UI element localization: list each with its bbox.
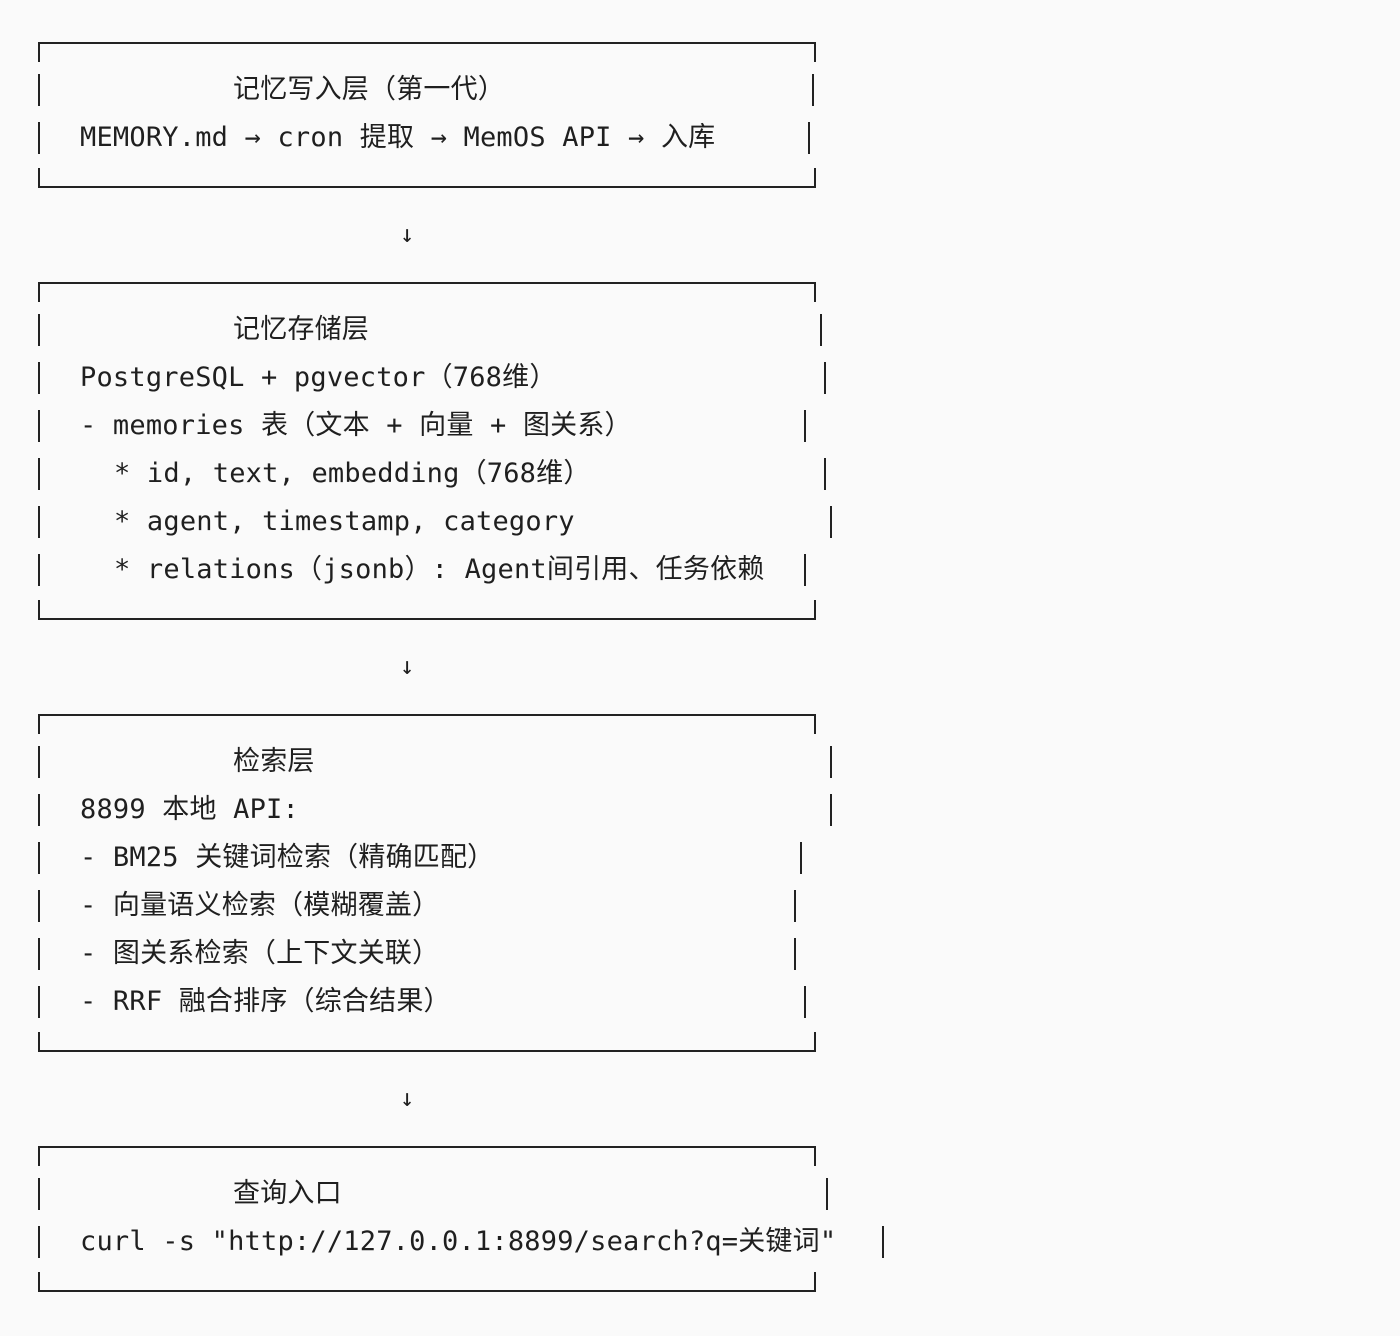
layer-line: - BM25 关键词检索（精确匹配） xyxy=(80,842,495,873)
box-line: 查询入口 xyxy=(38,1170,898,1218)
box-line: - RRF 融合排序（综合结果） xyxy=(38,978,838,1026)
layer-title: 查询入口 xyxy=(233,1178,342,1209)
right-border xyxy=(808,122,810,154)
right-border xyxy=(794,938,796,970)
layer-line: MEMORY.md → cron 提取 → MemOS API → 入库 xyxy=(80,122,716,153)
box-line: - 图关系检索（上下文关联） xyxy=(38,930,838,978)
left-border xyxy=(38,506,40,538)
box-line: 记忆存储层 xyxy=(38,306,838,354)
box-line: curl -s "http://127.0.0.1:8899/search?q=… xyxy=(38,1218,898,1266)
box-line: 检索层 xyxy=(38,738,838,786)
box-bottom-border xyxy=(38,1272,816,1292)
left-border xyxy=(38,458,40,490)
left-border xyxy=(38,794,40,826)
left-border xyxy=(38,986,40,1018)
right-border xyxy=(830,746,832,778)
layer-line: PostgreSQL + pgvector（768维） xyxy=(80,362,557,393)
layer-line: - memories 表（文本 + 向量 + 图关系） xyxy=(80,410,632,441)
box-line: MEMORY.md → cron 提取 → MemOS API → 入库 xyxy=(38,114,818,162)
left-border xyxy=(38,362,40,394)
left-border xyxy=(38,410,40,442)
layer-title: 记忆存储层 xyxy=(233,314,369,345)
box-top-border xyxy=(38,42,816,62)
layer-title: 检索层 xyxy=(233,746,315,777)
box-line: - memories 表（文本 + 向量 + 图关系） xyxy=(38,402,838,450)
layer-line: - RRF 融合排序（综合结果） xyxy=(80,986,451,1017)
right-border xyxy=(830,506,832,538)
left-border xyxy=(38,842,40,874)
layer-line: 8899 本地 API: xyxy=(80,794,299,825)
left-border xyxy=(38,890,40,922)
box-line: * agent, timestamp, category xyxy=(38,498,838,546)
right-border xyxy=(824,458,826,490)
left-border xyxy=(38,554,40,586)
layer-line: * id, text, embedding（768维） xyxy=(114,458,591,489)
retrieval-layer-box: 检索层 8899 本地 API: - BM25 关键词检索（精确匹配） - 向量… xyxy=(38,714,832,1052)
box-line: 记忆写入层（第一代） xyxy=(38,66,818,114)
right-border xyxy=(804,410,806,442)
right-border xyxy=(820,314,822,346)
left-border xyxy=(38,1178,40,1210)
right-border xyxy=(800,842,802,874)
box-line: 8899 本地 API: xyxy=(38,786,838,834)
layer-line: - 向量语义检索（模糊覆盖） xyxy=(80,890,440,921)
right-border xyxy=(826,1178,828,1210)
left-border xyxy=(38,122,40,154)
left-border xyxy=(38,74,40,106)
down-arrow-icon: ↓ xyxy=(400,220,415,248)
right-border xyxy=(804,986,806,1018)
box-line: PostgreSQL + pgvector（768维） xyxy=(38,354,838,402)
box-top-border xyxy=(38,1146,816,1166)
layer-line: * relations（jsonb）: Agent间引用、任务依赖 xyxy=(114,554,765,585)
memory-storage-layer-box: 记忆存储层 PostgreSQL + pgvector（768维） - memo… xyxy=(38,282,832,620)
left-border xyxy=(38,1226,40,1258)
right-border xyxy=(830,794,832,826)
box-bottom-border xyxy=(38,600,816,620)
box-line: - BM25 关键词检索（精确匹配） xyxy=(38,834,838,882)
right-border xyxy=(882,1226,884,1258)
down-arrow-icon: ↓ xyxy=(400,652,415,680)
box-line: * id, text, embedding（768维） xyxy=(38,450,838,498)
box-bottom-border xyxy=(38,1032,816,1052)
right-border xyxy=(812,74,814,106)
layer-line: curl -s "http://127.0.0.1:8899/search?q=… xyxy=(80,1226,837,1257)
down-arrow-icon: ↓ xyxy=(400,1084,415,1112)
right-border xyxy=(794,890,796,922)
right-border xyxy=(804,554,806,586)
query-entry-box: 查询入口 curl -s "http://127.0.0.1:8899/sear… xyxy=(38,1146,884,1292)
right-border xyxy=(824,362,826,394)
box-top-border xyxy=(38,282,816,302)
layer-line: * agent, timestamp, category xyxy=(114,506,575,537)
box-bottom-border xyxy=(38,168,816,188)
memory-write-layer-box: 记忆写入层（第一代） MEMORY.md → cron 提取 → MemOS A… xyxy=(38,42,816,188)
box-line: - 向量语义检索（模糊覆盖） xyxy=(38,882,838,930)
left-border xyxy=(38,746,40,778)
left-border xyxy=(38,314,40,346)
layer-line: - 图关系检索（上下文关联） xyxy=(80,938,440,969)
box-top-border xyxy=(38,714,816,734)
box-line: * relations（jsonb）: Agent间引用、任务依赖 xyxy=(38,546,838,594)
layer-title: 记忆写入层（第一代） xyxy=(233,74,505,105)
left-border xyxy=(38,938,40,970)
